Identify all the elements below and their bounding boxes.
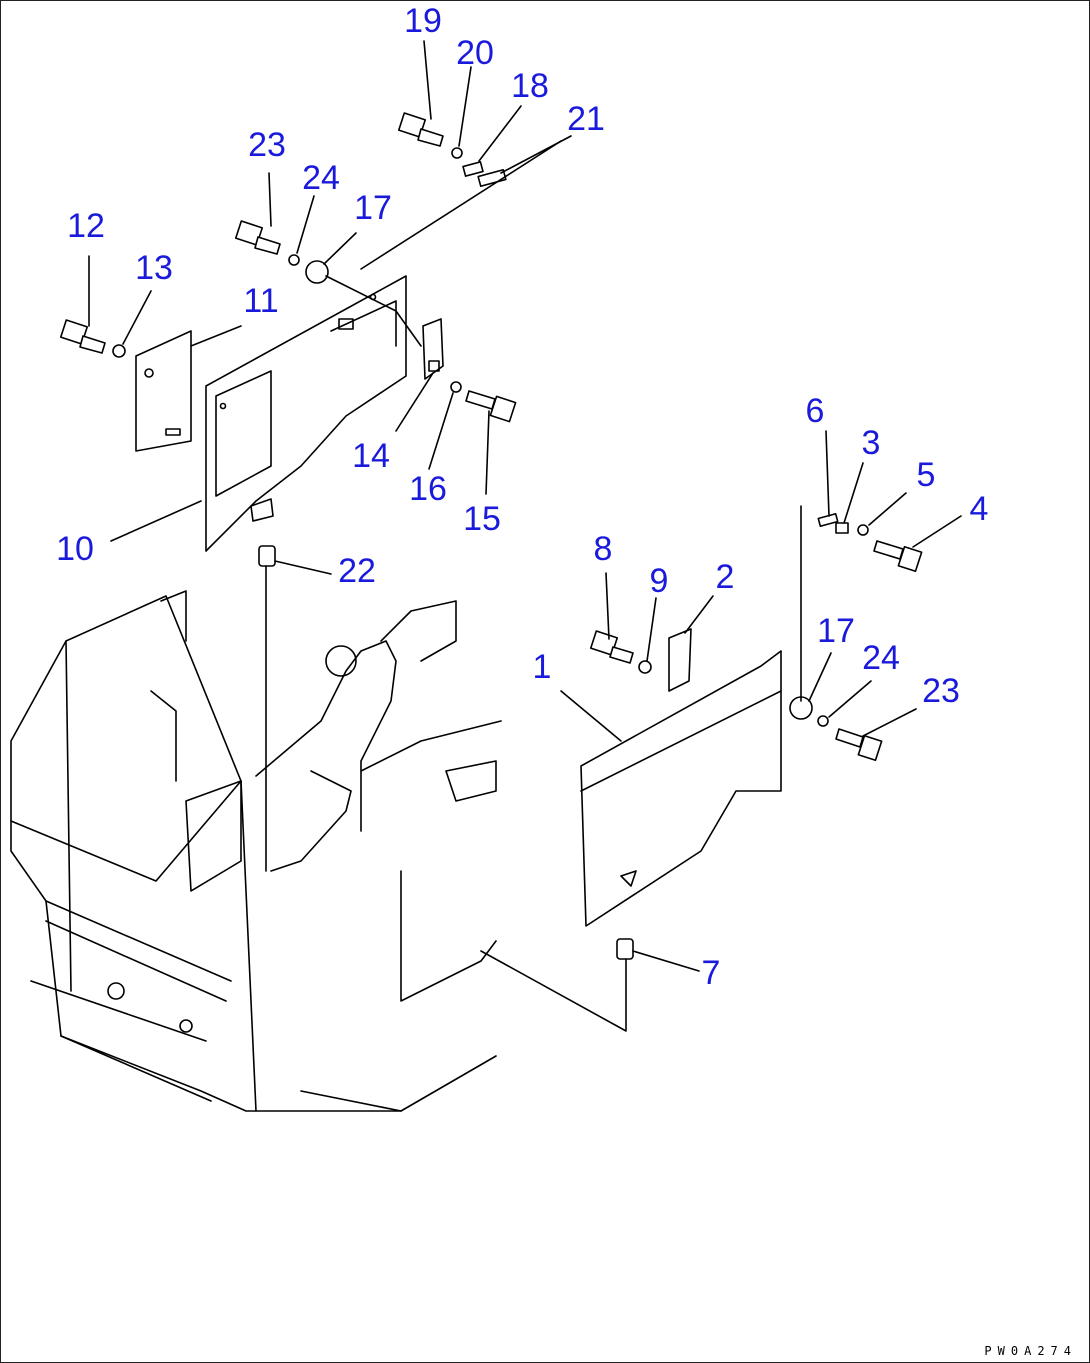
cushion-7 xyxy=(616,938,634,960)
callout-16: 16 xyxy=(409,470,447,508)
callout-1: 1 xyxy=(532,648,552,686)
callout-17-lower: 17 xyxy=(817,612,855,650)
washer-24-upper xyxy=(288,254,300,266)
washer-5 xyxy=(857,524,869,536)
washer-9 xyxy=(638,660,652,674)
callout-13: 13 xyxy=(135,249,173,287)
leader-lines xyxy=(88,40,962,1032)
callout-5: 5 xyxy=(916,456,936,494)
callout-6: 6 xyxy=(805,392,825,430)
washer-13 xyxy=(112,344,126,358)
cover-plate-1 xyxy=(580,650,782,927)
plate-18 xyxy=(462,161,484,177)
machine-frame xyxy=(10,590,502,1112)
washer-16 xyxy=(450,381,462,393)
callout-23-lower: 23 xyxy=(922,672,960,710)
callout-12: 12 xyxy=(67,207,105,245)
callout-14: 14 xyxy=(352,437,390,475)
callout-19: 19 xyxy=(404,2,442,40)
callout-24-lower: 24 xyxy=(862,639,900,677)
bolt-8 xyxy=(589,630,634,664)
callout-9: 9 xyxy=(649,562,669,600)
callout-18: 18 xyxy=(511,67,549,105)
bolt-4 xyxy=(873,540,923,573)
washer-20 xyxy=(451,147,463,159)
washer-17-upper xyxy=(305,260,329,284)
cover-plate-10 xyxy=(205,275,407,552)
callout-4: 4 xyxy=(969,490,989,528)
bracket-2 xyxy=(668,628,692,692)
callout-21: 21 xyxy=(567,100,605,138)
plate-6 xyxy=(817,513,839,527)
drawing-code: PW0A274 xyxy=(984,1344,1077,1358)
plate-21 xyxy=(477,169,507,187)
callout-7: 7 xyxy=(701,954,721,992)
callout-20: 20 xyxy=(456,34,494,72)
callout-11: 11 xyxy=(243,282,279,320)
bolt-23-upper xyxy=(234,220,281,255)
bolt-15 xyxy=(465,390,517,423)
callout-15: 15 xyxy=(463,500,501,538)
bolt-12 xyxy=(59,319,106,354)
bolt-19 xyxy=(397,112,444,147)
nut-3 xyxy=(835,522,849,534)
callout-2: 2 xyxy=(715,558,735,596)
bolt-23-lower xyxy=(835,728,883,762)
callout-8: 8 xyxy=(593,530,613,568)
callout-17-upper: 17 xyxy=(354,189,392,227)
washer-24-lower xyxy=(817,715,829,727)
callout-22: 22 xyxy=(338,552,376,590)
bracket-14 xyxy=(422,318,444,380)
callout-23-upper: 23 xyxy=(248,126,286,164)
plate-11 xyxy=(135,330,192,452)
callout-10: 10 xyxy=(56,530,94,568)
callout-3: 3 xyxy=(861,424,881,462)
callout-24-upper: 24 xyxy=(302,159,340,197)
cushion-22 xyxy=(258,545,276,567)
